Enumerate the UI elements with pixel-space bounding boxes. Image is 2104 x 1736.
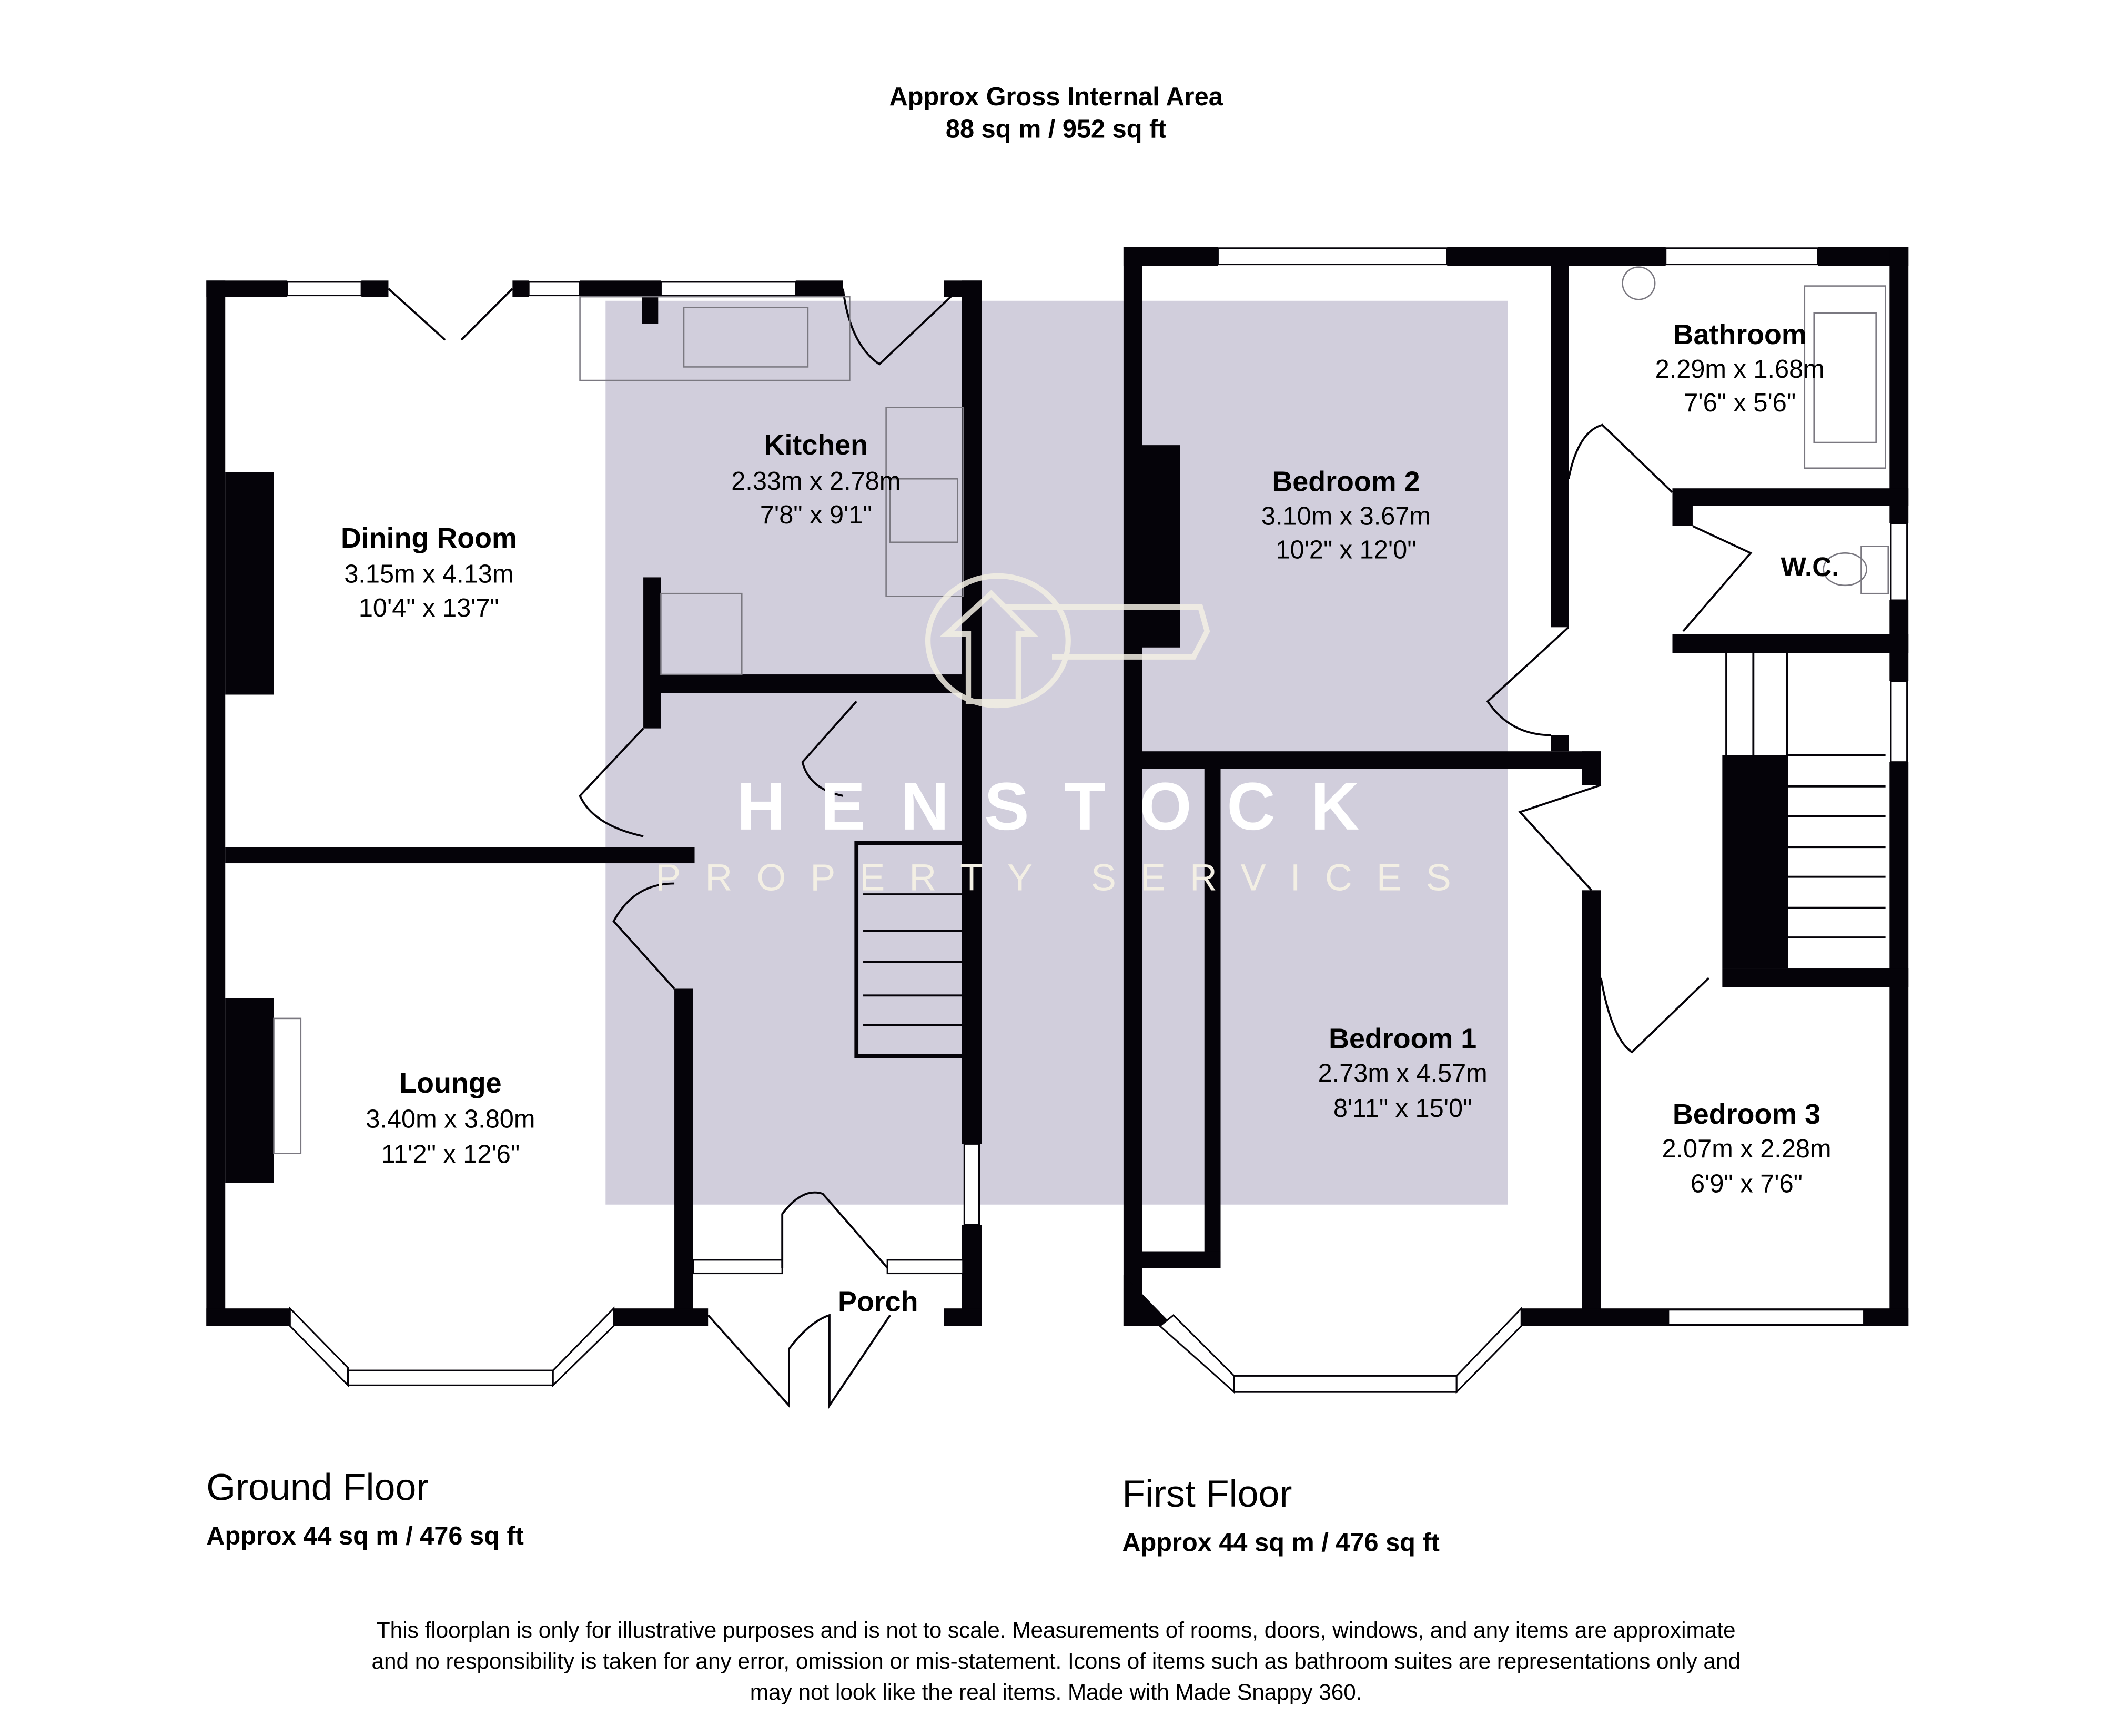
- svg-text:2.73m x 4.57m: 2.73m x 4.57m: [1318, 1059, 1488, 1087]
- stairs-first: [1622, 266, 1889, 969]
- svg-text:11'2" x 12'6": 11'2" x 12'6": [381, 1140, 520, 1168]
- first-floor-area: Approx 44 sq m / 476 sq ft: [1122, 1529, 1440, 1557]
- header-total-area: 88 sq m / 952 sq ft: [946, 115, 1167, 144]
- ground-floor-walls: [206, 280, 982, 1409]
- room-lounge: Lounge 3.40m x 3.80m 11'2" x 12'6": [366, 1067, 535, 1168]
- disclaimer-line-2: and no responsibility is taken for any e…: [371, 1649, 1741, 1673]
- svg-text:Kitchen: Kitchen: [764, 429, 868, 461]
- room-wc: W.C.: [1781, 552, 1839, 582]
- svg-text:10'4" x 13'7": 10'4" x 13'7": [359, 594, 499, 622]
- stairs-ground: [854, 841, 967, 1058]
- watermark-brand: HENSTOCK: [736, 769, 1394, 844]
- ground-floor-label: Ground Floor: [206, 1466, 429, 1508]
- svg-text:Bedroom 1: Bedroom 1: [1329, 1023, 1476, 1054]
- svg-text:7'8" x 9'1": 7'8" x 9'1": [760, 501, 872, 529]
- room-porch: Porch: [838, 1286, 918, 1317]
- svg-text:3.10m x 3.67m: 3.10m x 3.67m: [1261, 502, 1431, 530]
- first-floor-label: First Floor: [1122, 1473, 1292, 1515]
- svg-text:7'6" x 5'6": 7'6" x 5'6": [1684, 389, 1796, 417]
- watermark-tagline: PROPERTY SERVICES: [655, 856, 1475, 899]
- room-bedroom-1: Bedroom 1 2.73m x 4.57m 8'11" x 15'0": [1318, 1023, 1488, 1123]
- first-floor-walls: [1123, 247, 1909, 1394]
- svg-text:8'11" x 15'0": 8'11" x 15'0": [1333, 1094, 1472, 1123]
- room-bathroom: Bathroom 2.29m x 1.68m 7'6" x 5'6": [1655, 319, 1825, 417]
- svg-text:6'9" x 7'6": 6'9" x 7'6": [1691, 1170, 1803, 1198]
- room-dining-room: Dining Room 3.15m x 4.13m 10'4" x 13'7": [341, 522, 517, 622]
- disclaimer-line-3: may not look like the real items. Made w…: [750, 1680, 1362, 1704]
- svg-text:2.33m x 2.78m: 2.33m x 2.78m: [731, 467, 901, 496]
- svg-text:10'2" x 12'0": 10'2" x 12'0": [1276, 536, 1416, 564]
- svg-text:Lounge: Lounge: [399, 1067, 501, 1099]
- svg-text:Bedroom 3: Bedroom 3: [1673, 1098, 1820, 1130]
- svg-text:Bedroom 2: Bedroom 2: [1272, 466, 1420, 497]
- svg-text:Bathroom: Bathroom: [1673, 319, 1807, 350]
- svg-text:3.40m x 3.80m: 3.40m x 3.80m: [366, 1105, 535, 1134]
- svg-text:Dining Room: Dining Room: [341, 522, 517, 554]
- room-bedroom-2: Bedroom 2 3.10m x 3.67m 10'2" x 12'0": [1261, 466, 1431, 564]
- disclaimer-line-1: This floorplan is only for illustrative …: [377, 1618, 1736, 1642]
- svg-text:3.15m x 4.13m: 3.15m x 4.13m: [344, 560, 513, 589]
- room-bedroom-3: Bedroom 3 2.07m x 2.28m 6'9" x 7'6": [1662, 1098, 1831, 1198]
- header-title: Approx Gross Internal Area: [889, 83, 1223, 111]
- room-kitchen: Kitchen 2.33m x 2.78m 7'8" x 9'1": [731, 429, 901, 529]
- kitchen-units: [273, 296, 964, 1154]
- henstock-logo-icon: [925, 573, 1210, 709]
- ground-floor-area: Approx 44 sq m / 476 sq ft: [206, 1522, 524, 1550]
- svg-text:2.29m x 1.68m: 2.29m x 1.68m: [1655, 355, 1825, 383]
- svg-text:2.07m x 2.28m: 2.07m x 2.28m: [1662, 1135, 1831, 1163]
